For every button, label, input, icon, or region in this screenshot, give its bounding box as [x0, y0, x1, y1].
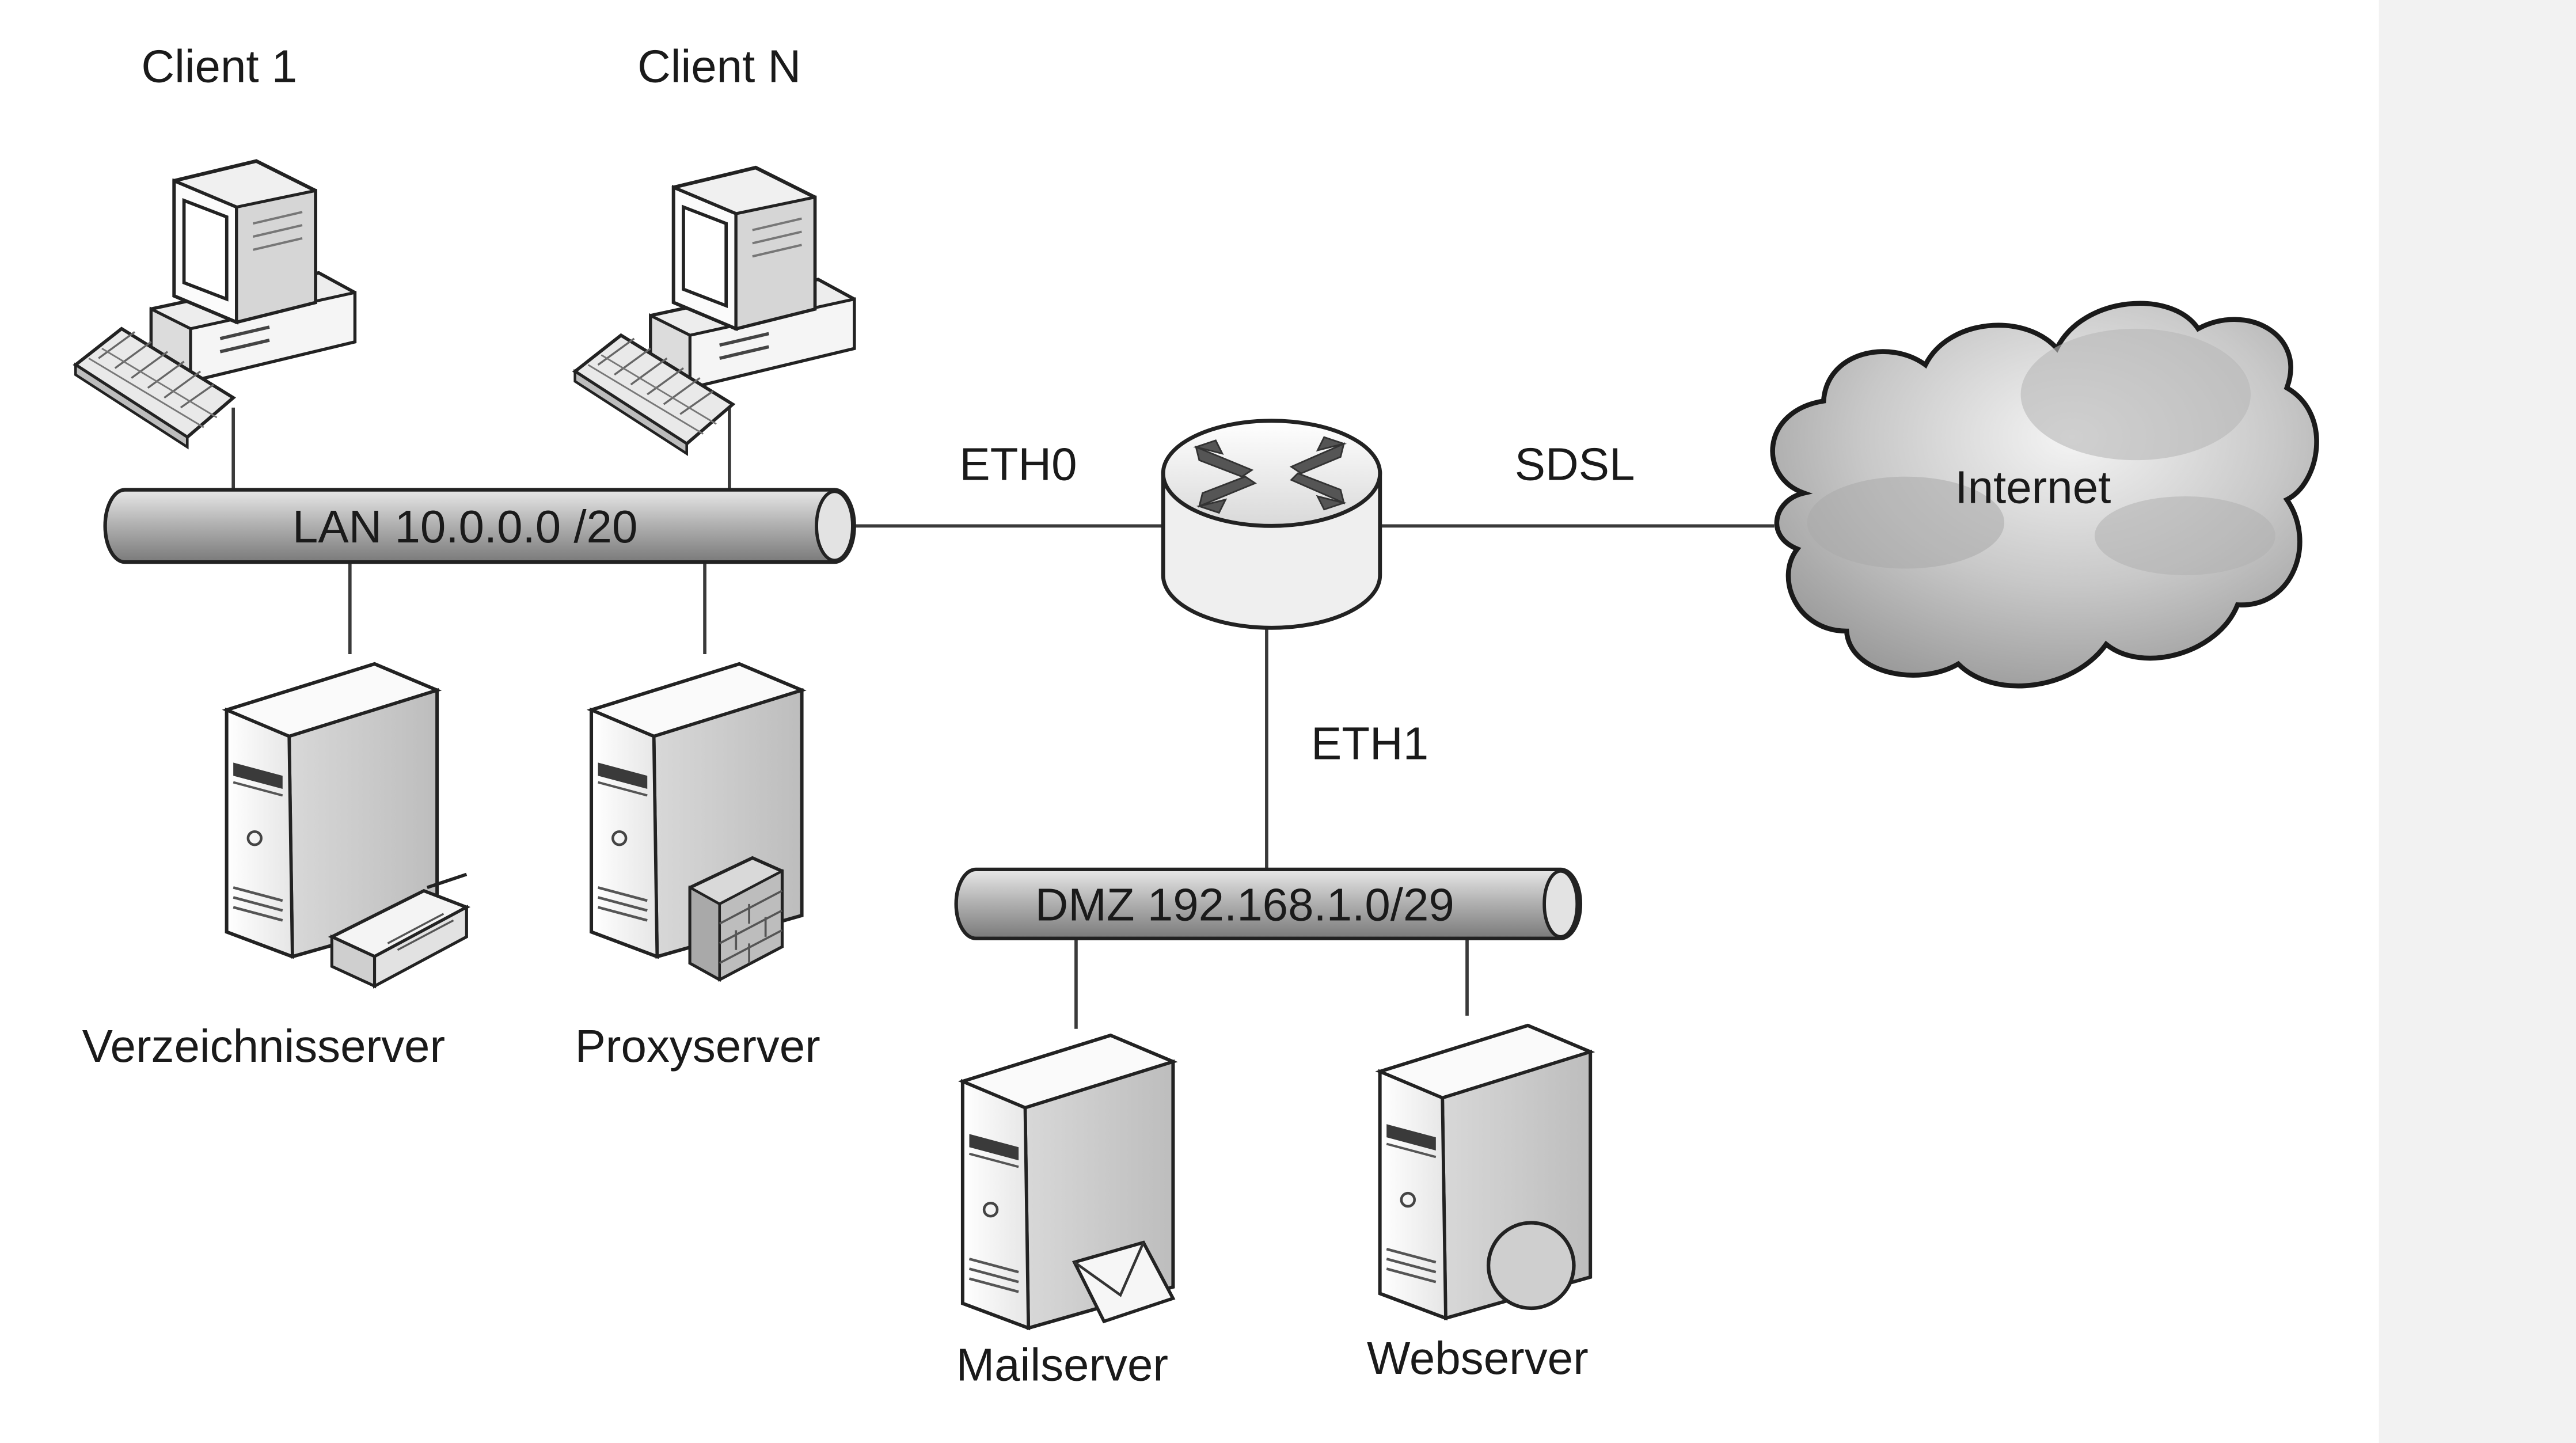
desktop-computer-icon	[75, 161, 355, 447]
sdsl-label: SDSL	[1515, 438, 1635, 489]
desktop-computer-icon	[575, 168, 854, 454]
dmz-segment	[954, 867, 1583, 940]
eth0-label: ETH0	[959, 438, 1077, 489]
client-n-label: Client N	[637, 41, 801, 92]
dmz-label: DMZ 192.168.1.0/29	[1035, 879, 1454, 930]
mail-server-icon	[963, 1035, 1176, 1328]
lan-label: LAN 10.0.0.0 /20	[292, 501, 638, 552]
client-1-label: Client 1	[141, 41, 297, 92]
side-strip	[2379, 0, 2576, 1443]
directory-server-icon	[227, 664, 471, 989]
web-server-icon	[1380, 1026, 1590, 1318]
connection-lines	[231, 407, 1775, 1029]
proxy-server-firewall-icon	[591, 664, 801, 982]
router-icon	[1161, 419, 1382, 630]
cloud-icon	[1770, 301, 2319, 689]
lan-segment	[103, 488, 856, 564]
mailserver-label: Mailserver	[956, 1339, 1168, 1391]
verzeichnisserver-label: Verzeichnisserver	[82, 1020, 445, 1072]
proxyserver-label: Proxyserver	[575, 1020, 820, 1072]
eth1-label: ETH1	[1311, 718, 1428, 769]
internet-label: Internet	[1955, 461, 2111, 512]
webserver-label: Webserver	[1367, 1332, 1589, 1384]
